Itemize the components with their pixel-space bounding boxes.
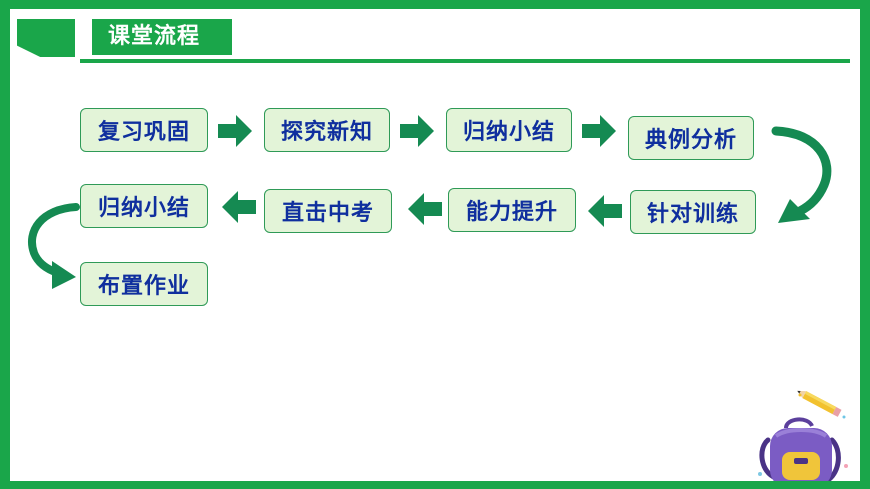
step-6-box: 能力提升: [448, 188, 576, 232]
step-3-box: 归纳小结: [446, 108, 572, 152]
step-4-box: 典例分析: [628, 116, 754, 160]
arrow-left-icon: [222, 191, 256, 223]
curved-arrow-icon: [28, 203, 80, 289]
arrow-right-icon: [582, 115, 616, 147]
arrow-right-icon: [400, 115, 434, 147]
arrow-right-icon: [218, 115, 252, 147]
title-tab-decoration: [17, 19, 75, 57]
title-underline: [80, 59, 850, 63]
step-8-box: 归纳小结: [80, 184, 208, 228]
curved-arrow-icon: [771, 126, 832, 223]
step-7-box: 直击中考: [264, 189, 392, 233]
step-9-box: 布置作业: [80, 262, 208, 306]
step-2-box: 探究新知: [264, 108, 390, 152]
arrow-left-icon: [588, 195, 622, 227]
page-title: 课堂流程: [92, 19, 232, 55]
step-5-box: 针对训练: [630, 190, 756, 234]
backpack-icon: [758, 417, 848, 481]
pencil-icon: [797, 390, 846, 419]
arrow-left-icon: [408, 193, 442, 225]
slide: 课堂流程 复习巩固 探究新知 归纳小结 典例分析 针对训练 能力提升 直击中考 …: [10, 9, 860, 481]
step-1-box: 复习巩固: [80, 108, 208, 152]
